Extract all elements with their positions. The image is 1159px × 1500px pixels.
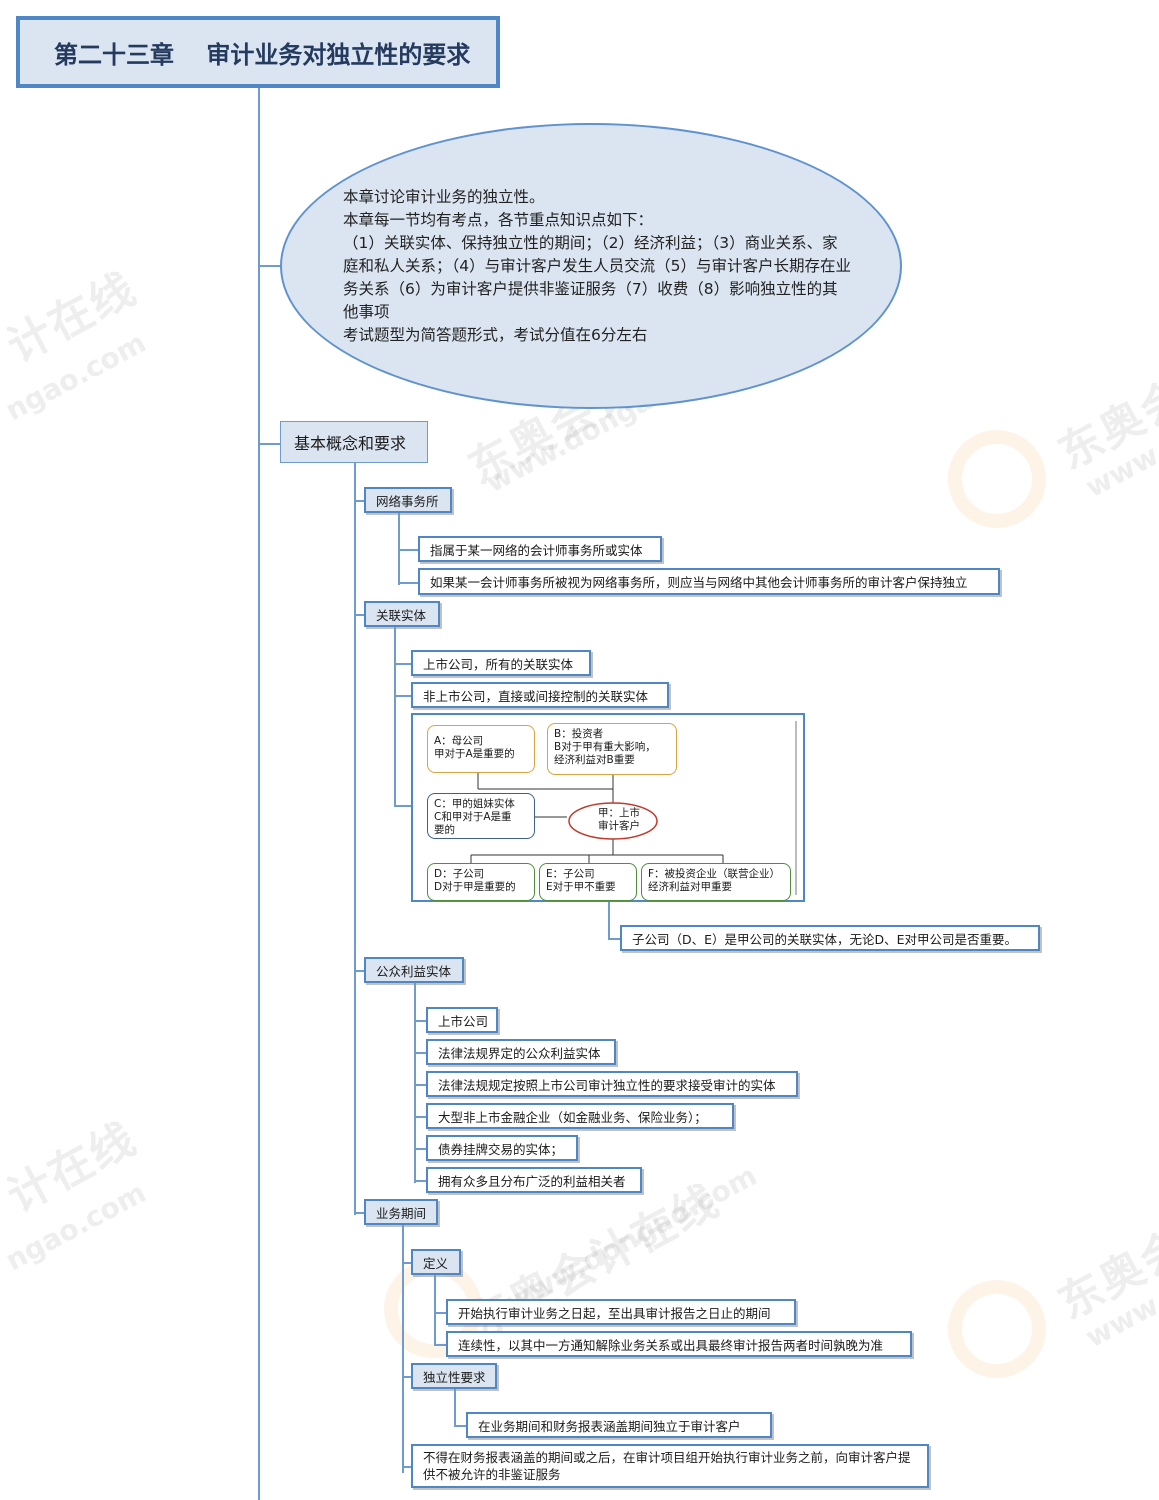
connector <box>454 1425 466 1427</box>
connector <box>258 265 282 267</box>
watermark-url: www. <box>1080 434 1159 505</box>
definition-item: 开始执行审计业务之日起，至出具审计报告之日止的期间 <box>446 1299 796 1325</box>
watermark-logo <box>948 1280 1046 1378</box>
watermark-logo <box>948 430 1046 528</box>
summary-ellipse <box>280 123 902 409</box>
diagram-node-a: A：母公司 甲对于A是重要的 <box>427 725 535 773</box>
connector <box>402 1376 411 1378</box>
diagram-node-center: 甲：上市 审计客户 <box>598 807 640 832</box>
definition-node[interactable]: 定义 <box>411 1249 461 1275</box>
connector <box>608 902 610 940</box>
connector <box>414 1180 426 1182</box>
connector <box>414 1052 426 1054</box>
connector <box>354 614 364 616</box>
network-firm-item: 如果某一会计师事务所被视为网络事务所，则应当与网络中其他会计师事务所的审计客户保… <box>418 568 1000 595</box>
watermark-url: www. <box>1080 1284 1159 1355</box>
connector <box>434 1312 446 1314</box>
connector <box>394 695 411 697</box>
diagram-connectors <box>470 773 724 863</box>
basic-concepts-node[interactable]: 基本概念和要求 <box>280 421 428 463</box>
public-interest-item: 法律法规规定按照上市公司审计独立性的要求接受审计的实体 <box>426 1071 798 1097</box>
watermark-brand: 东奥会 <box>1050 1219 1159 1330</box>
summary-line: 考试题型为简答题形式，考试分值在6分左右 <box>343 326 648 344</box>
public-interest-item: 大型非上市金融企业（如金融业务、保险业务）； <box>426 1103 734 1129</box>
connector <box>354 970 364 972</box>
independence-requirement-node[interactable]: 独立性要求 <box>411 1363 497 1389</box>
summary-line: 本章讨论审计业务的独立性。 <box>343 188 545 206</box>
watermark-url: ngao.com <box>0 1175 152 1278</box>
connector <box>394 663 411 665</box>
connector <box>414 1020 426 1022</box>
related-entity-item: 上市公司，所有的关联实体 <box>411 650 591 676</box>
chapter-title-text: 第二十三章 审计业务对独立性的要求 <box>54 40 471 69</box>
public-interest-item: 上市公司 <box>426 1007 498 1033</box>
diagram-node-f: F：被投资企业（联营企业） 经济利益对甲重要 <box>641 863 791 901</box>
connector <box>454 1389 456 1427</box>
connector <box>394 627 396 807</box>
related-entity-note: 子公司（D、E）是甲公司的关联实体，无论D、E对甲公司是否重要。 <box>620 925 1040 951</box>
connector <box>414 1084 426 1086</box>
summary-line: 本章每一节均有考点，各节重点知识点如下： <box>343 211 654 229</box>
connector <box>354 500 364 502</box>
network-firm-item: 指属于某一网络的会计师事务所或实体 <box>418 536 662 562</box>
related-entity-diagram: A：母公司 甲对于A是重要的 B：投资者 B对于甲有重大影响， 经济利益对B重要… <box>411 713 805 902</box>
connector <box>258 443 280 445</box>
connector <box>414 1116 426 1118</box>
related-entity-item: 非上市公司，直接或间接控制的关联实体 <box>411 682 669 708</box>
connector <box>258 88 260 1500</box>
watermark-brand: 东奥会 <box>1050 369 1159 480</box>
diagram-node-c: C：甲的姐妹实体 C和甲对于A是重 要的 <box>427 793 535 839</box>
connector <box>354 463 356 1215</box>
public-interest-item: 拥有众多且分布广泛的利益相关者 <box>426 1167 642 1193</box>
connector <box>394 805 411 807</box>
network-firm-node[interactable]: 网络事务所 <box>364 487 452 513</box>
definition-item: 连续性，以其中一方通知解除业务关系或出具最终审计报告两者时间孰晚为准 <box>446 1331 912 1357</box>
watermark-url: ngao.com <box>0 325 152 428</box>
connector <box>354 1212 364 1214</box>
watermark-brand: 计在线 <box>0 1112 145 1223</box>
diagram-node-b: B：投资者 B对于甲有重大影响， 经济利益对B重要 <box>547 723 677 775</box>
non-assurance-service-item: 不得在财务报表涵盖的期间或之后，在审计项目组开始执行审计业务之前，向审计客户提供… <box>411 1444 929 1488</box>
summary-line: （1）关联实体、保持独立性的期间；（2）经济利益；（3）商业关系、家庭和私人关系… <box>343 234 851 321</box>
diagram-node-e: E：子公司 E对于甲不重要 <box>539 863 637 901</box>
business-period-node[interactable]: 业务期间 <box>364 1199 438 1225</box>
connector <box>402 1262 411 1264</box>
connector <box>434 1344 446 1346</box>
connector <box>414 1148 426 1150</box>
related-entity-node[interactable]: 关联实体 <box>364 601 440 627</box>
connector <box>402 1466 411 1468</box>
connector <box>402 1225 404 1473</box>
public-interest-node[interactable]: 公众利益实体 <box>364 957 464 983</box>
summary-text: 本章讨论审计业务的独立性。 本章每一节均有考点，各节重点知识点如下： （1）关联… <box>343 186 853 347</box>
connector <box>608 938 620 940</box>
public-interest-item: 法律法规界定的公众利益实体 <box>426 1039 616 1065</box>
diagram-node-d: D：子公司 D对于甲是重要的 <box>427 863 535 901</box>
connector <box>398 582 418 584</box>
connector <box>398 549 418 551</box>
watermark-brand: 计在线 <box>0 262 145 373</box>
connector <box>414 983 416 1183</box>
connector <box>434 1275 436 1345</box>
chapter-title: 第二十三章 审计业务对独立性的要求 <box>16 16 500 88</box>
independence-requirement-item: 在业务期间和财务报表涵盖期间独立于审计客户 <box>466 1412 772 1438</box>
public-interest-item: 债券挂牌交易的实体； <box>426 1135 578 1161</box>
